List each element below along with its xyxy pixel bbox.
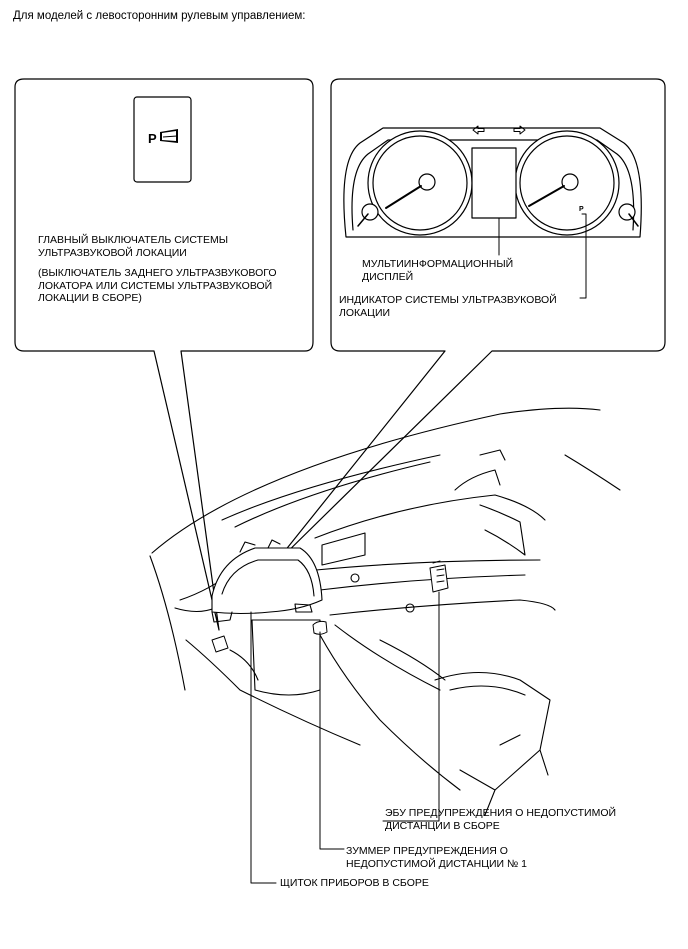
instrument-cluster-icon: [343, 125, 642, 238]
buzzer-in-dashboard: [312, 620, 328, 635]
ecu-in-dashboard: [429, 560, 449, 593]
dashboard-drawing: [149, 407, 621, 816]
cluster-in-dashboard: [211, 539, 323, 623]
ecu-leader: [382, 591, 440, 822]
switch-label: ГЛАВНЫЙ ВЫКЛЮЧАТЕЛЬ СИСТЕМЫ УЛЬТРАЗВУКОВ…: [38, 234, 229, 259]
switch-glyph: P: [148, 131, 157, 146]
header-note: Для моделей с левосторонним рулевым упра…: [13, 10, 306, 22]
display-label: МУЛЬТИИНФОРМАЦИОННЫЙ ДИСПЛЕЙ: [362, 258, 514, 283]
buzzer-leader: [319, 631, 345, 850]
cluster-label: ЩИТОК ПРИБОРОВ В СБОРЕ: [280, 877, 429, 889]
buzzer-label: ЗУММЕР ПРЕДУПРЕЖДЕНИЯ О НЕДОПУСТИМОЙ ДИС…: [346, 845, 527, 870]
indicator-label: ИНДИКАТОР СИСТЕМЫ УЛЬТРАЗВУКОВОЙ ЛОКАЦИИ: [339, 294, 557, 319]
indicator-leader: [579, 213, 587, 299]
switch-in-dashboard: [211, 635, 229, 653]
sonar-waves-icon: [160, 129, 178, 143]
ecu-label: ЭБУ ПРЕДУПРЕЖДЕНИЯ О НЕДОПУСТИМОЙ ДИСТАН…: [385, 807, 617, 832]
cluster-leader: [250, 611, 277, 884]
left-callout-box: [14, 78, 314, 631]
indicator-glyph: P: [579, 206, 584, 213]
switch-note: (ВЫКЛЮЧАТЕЛЬ ЗАДНЕГО УЛЬТРАЗВУКОВОГО ЛОК…: [38, 267, 277, 304]
